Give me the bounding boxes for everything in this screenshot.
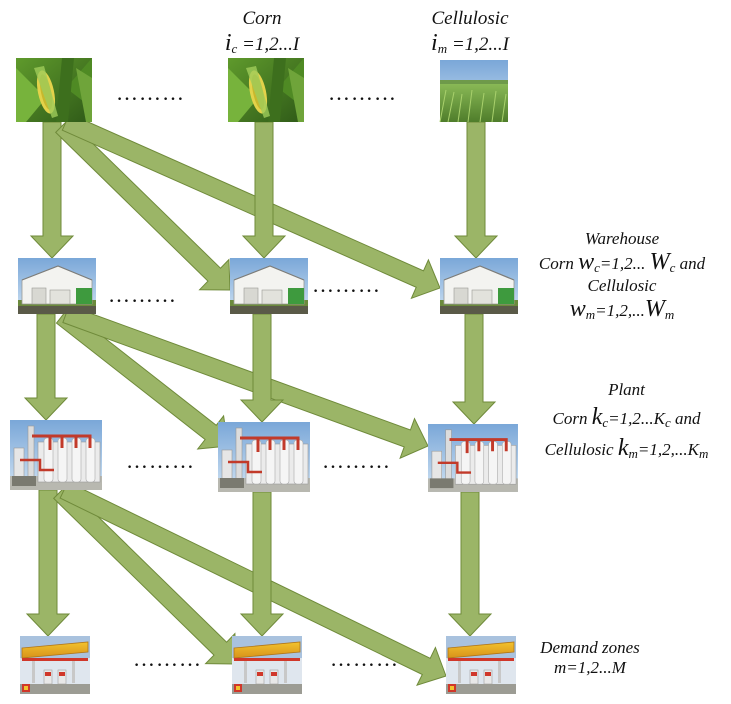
- demand-zone-1-node: [19, 635, 91, 695]
- arrow-corn1-warehouse1: [29, 121, 75, 259]
- ellipsis-row3-a: ………: [126, 448, 195, 473]
- warehouse-label: Warehouse Corn wc=1,2... Wc and Cellulos…: [516, 229, 728, 323]
- plant-label: Plant Corn kc=1,2...Kc and Cellulosic km…: [522, 380, 731, 463]
- arrow-plant3-demand3: [447, 491, 493, 637]
- plant-2-node: [216, 420, 312, 494]
- warehouse-title: Warehouse: [584, 229, 660, 248]
- arrow-corn2-warehouse2: [241, 121, 287, 259]
- arrow-warehouse3-plant3: [451, 313, 497, 425]
- arrow-warehouse1-plant1: [23, 313, 69, 421]
- ellipsis-row4-b: ………: [330, 646, 399, 671]
- demand-zone-3-node: [445, 635, 517, 695]
- plant-cellulosic-index: Cellulosic km=1,2,...Km: [544, 435, 709, 462]
- plant-title: Plant: [608, 380, 645, 399]
- warehouse-cellulosic-title: Cellulosic: [587, 276, 657, 296]
- flow-arrows: [23, 113, 499, 687]
- demand-index: m=1,2...M: [554, 657, 626, 677]
- corn-source-label: Corn ic =1,2...I: [212, 8, 312, 57]
- arrow-corn1-warehouse3: [61, 113, 441, 300]
- cellulosic-source-node: [439, 59, 509, 123]
- corn-source-2-node: [228, 58, 304, 122]
- warehouse-2-node: [229, 257, 309, 315]
- demand-label: Demand zones m=1,2...M: [520, 638, 660, 677]
- arrow-cell-warehouse3: [453, 121, 499, 259]
- plant-corn-index: Corn kc=1,2...Kc and: [552, 403, 701, 430]
- demand-title: Demand zones: [540, 638, 640, 657]
- warehouse-cellulosic-index: wm=1,2,...Wm: [569, 295, 675, 322]
- corn-source-index: ic =1,2...I: [224, 29, 300, 56]
- plant-3-node: [426, 422, 520, 494]
- warehouse-corn-index: Corn wc=1,2... Wc and: [538, 248, 706, 275]
- ellipsis-row1-a: ………: [116, 80, 185, 105]
- corn-source-1-node: [16, 58, 92, 122]
- arrow-plant1-demand1: [25, 489, 71, 637]
- ellipsis-row2-a: ………: [108, 282, 177, 307]
- plant-1-node: [8, 418, 104, 492]
- warehouse-1-node: [17, 257, 97, 315]
- arrow-warehouse2-plant2: [239, 313, 285, 423]
- cellulosic-source-index: im =1,2...I: [431, 29, 509, 56]
- cellulosic-source-label: Cellulosic im =1,2...I: [410, 8, 530, 57]
- cellulosic-source-title: Cellulosic: [431, 8, 509, 29]
- warehouse-3-node: [439, 257, 519, 315]
- ellipsis-row3-b: ………: [322, 448, 391, 473]
- ellipsis-row2-b: ………: [312, 272, 381, 297]
- demand-zone-2-node: [231, 635, 303, 695]
- arrow-warehouse1-plant3: [62, 304, 429, 460]
- ellipsis-row1-b: ………: [328, 80, 397, 105]
- corn-source-title: Corn: [242, 8, 282, 29]
- arrow-plant2-demand2: [239, 491, 285, 637]
- ellipsis-row4-a: ………: [133, 646, 202, 671]
